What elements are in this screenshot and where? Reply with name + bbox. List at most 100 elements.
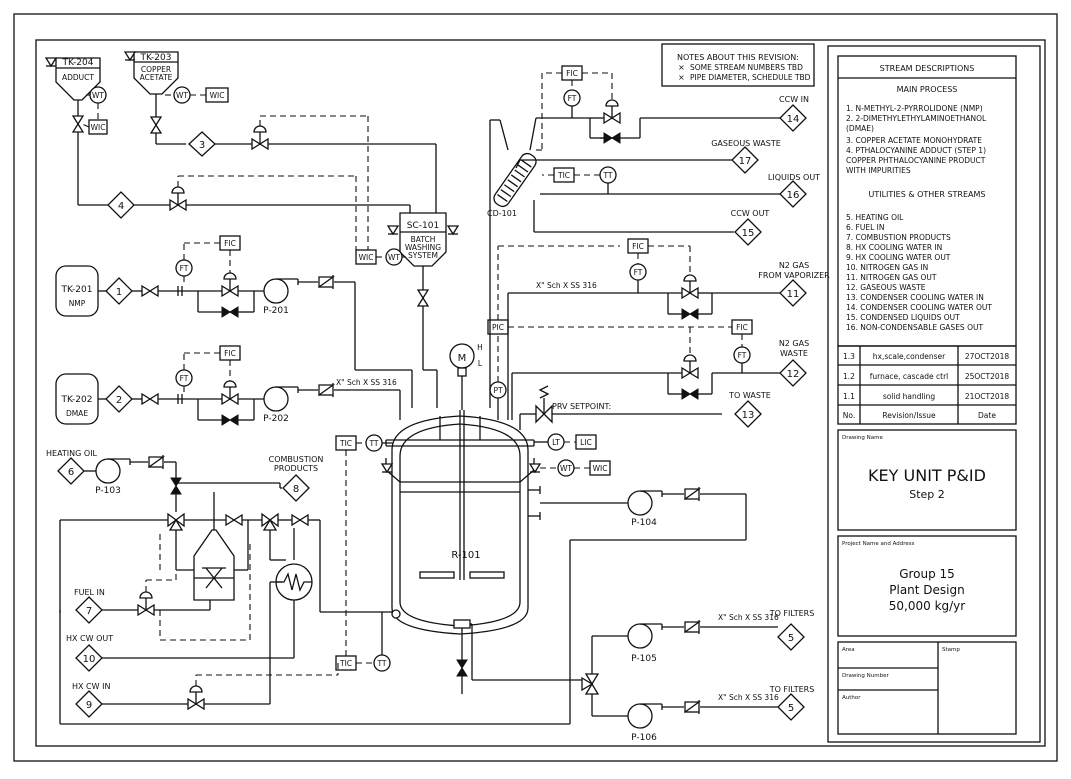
condenser-cd101[interactable]: CD-101	[487, 151, 539, 218]
stream-15[interactable]: 15	[734, 218, 762, 246]
stream-12[interactable]: 12	[779, 359, 807, 387]
ccw-bypass-valve-icon[interactable]	[603, 132, 621, 144]
hx-cw-out-label: HX CW OUT	[66, 634, 113, 643]
svg-text:solid handling: solid handling	[883, 392, 936, 401]
pump-p201[interactable]: P-201	[263, 278, 299, 316]
stream-8[interactable]: 8	[282, 474, 310, 502]
p202-check-valve-icon[interactable]	[318, 382, 334, 398]
svg-text:LT: LT	[552, 438, 560, 447]
stream-7[interactable]: 7	[75, 596, 103, 624]
three-way-valve-2-icon[interactable]	[261, 512, 279, 531]
svg-text:TIC: TIC	[339, 439, 352, 448]
stream-5a[interactable]: 5	[777, 623, 805, 651]
furnace-inlet-valve-icon[interactable]	[225, 514, 243, 526]
pump-p202[interactable]: P-202	[263, 386, 299, 424]
stream-10[interactable]: 10	[75, 644, 103, 672]
three-way-valve-icon[interactable]	[167, 512, 185, 531]
svg-text:12. GASEOUS WASTE: 12. GASEOUS WASTE	[846, 283, 926, 292]
p105-check-valve-icon[interactable]	[684, 619, 700, 635]
svg-text:Revision/Issue: Revision/Issue	[882, 411, 936, 420]
fuel-control-valve-icon[interactable]	[137, 591, 155, 616]
tk202-valve-icon[interactable]	[141, 393, 159, 405]
stream4-control-valve-icon[interactable]	[169, 186, 187, 211]
tank-tk202[interactable]: TK-202 DMAE	[55, 373, 99, 425]
sc101-outlet-valve-icon[interactable]	[417, 289, 429, 307]
prv-valve-icon[interactable]	[535, 385, 553, 424]
n2-waste-control-valve-icon[interactable]	[681, 354, 699, 379]
svg-text:WIC: WIC	[359, 253, 374, 262]
pump-p103[interactable]: P-103	[95, 458, 131, 496]
stream-14[interactable]: 14	[779, 104, 807, 132]
tk203-valve-icon[interactable]	[150, 116, 162, 134]
p202-bypass-valve-icon[interactable]	[221, 414, 239, 426]
pic-reactor: PIC	[487, 319, 509, 335]
pump-p105[interactable]: P-105	[627, 623, 663, 664]
stream-5b[interactable]: 5	[777, 693, 805, 721]
fic-ccw: FIC	[561, 65, 583, 81]
tank-tk203[interactable]: TK-203 COPPER ACETATE	[123, 51, 179, 95]
legend-main-title: MAIN PROCESS	[897, 85, 958, 94]
ft-n2: FT	[629, 263, 647, 281]
stream-3[interactable]: 3	[188, 131, 216, 157]
svg-text:WT: WT	[388, 253, 400, 262]
revision-notes: NOTES ABOUT THIS REVISION: × SOME STREAM…	[661, 43, 815, 87]
three-way-valve-3-icon[interactable]	[581, 673, 600, 695]
stream-16[interactable]: 16	[779, 180, 807, 208]
p201-flow-control-valve-icon[interactable]	[221, 272, 239, 297]
notes-title: NOTES ABOUT THIS REVISION:	[677, 53, 799, 62]
reactor-drain-valve-icon[interactable]	[456, 659, 468, 677]
stream-1[interactable]: 1	[105, 277, 133, 305]
reactor-r101[interactable]: R-101	[385, 410, 541, 635]
stream-17[interactable]: 17	[731, 146, 759, 174]
fic-stream1: FIC	[219, 235, 241, 251]
liquids-out-label: LIQUIDS OUT	[768, 173, 820, 182]
svg-text:27OCT2018: 27OCT2018	[965, 352, 1010, 361]
svg-text:9: 9	[86, 700, 92, 711]
stream-11[interactable]: 11	[779, 279, 807, 307]
stream-9[interactable]: 9	[75, 690, 103, 718]
combustion-label-1: COMBUSTION	[269, 455, 324, 464]
svg-text:(DMAE): (DMAE)	[846, 124, 874, 133]
n2-waste-bypass-valve-icon[interactable]	[681, 388, 699, 400]
stream-2[interactable]: 2	[105, 385, 133, 413]
revision-table: 1.3 hx,scale,condenser 27OCT2018 1.2 fur…	[837, 345, 1017, 425]
stream3-control-valve-icon[interactable]	[251, 125, 269, 150]
wt-tk203: WT	[173, 86, 191, 104]
svg-text:6: 6	[68, 467, 74, 478]
n2-control-valve-icon[interactable]	[681, 274, 699, 299]
ccw-control-valve-icon[interactable]	[603, 99, 621, 124]
fic-n2-waste: FIC	[731, 319, 753, 335]
p103-check-valve-icon[interactable]	[148, 454, 164, 470]
p201-bypass-valve-icon[interactable]	[221, 306, 239, 318]
tk203-content-1: COPPER	[141, 65, 171, 74]
stream-6[interactable]: 6	[57, 457, 85, 485]
svg-text:WASHING: WASHING	[405, 243, 441, 252]
p103-block-valve-icon[interactable]	[170, 477, 182, 495]
furnace[interactable]	[193, 529, 235, 601]
stream-4[interactable]: 4	[107, 191, 135, 219]
drawing-name-label: Drawing Name	[842, 435, 883, 441]
tt-cd101: TT	[599, 166, 617, 184]
tank-tk204[interactable]: TK-204 ADDUCT	[44, 57, 101, 101]
p201-check-valve-icon[interactable]	[318, 274, 334, 290]
hx-cw-control-valve-icon[interactable]	[187, 685, 205, 710]
agitator-motor[interactable]: M H L	[449, 343, 483, 410]
batch-washing-system-sc101[interactable]: SC-101 BATCH WASHING SYSTEM	[386, 212, 460, 267]
p104-check-valve-icon[interactable]	[684, 486, 700, 502]
stream-13[interactable]: 13	[734, 400, 762, 428]
tank-tk201[interactable]: TK-201 NMP	[55, 265, 99, 317]
motor-l: L	[478, 359, 483, 368]
tic-bottom: TIC	[335, 655, 357, 671]
p106-check-valve-icon[interactable]	[684, 699, 700, 715]
tk204-valve-icon[interactable]	[72, 115, 84, 133]
p202-flow-control-valve-icon[interactable]	[221, 380, 239, 405]
notes-item-1: SOME STREAM NUMBERS TBD	[690, 63, 803, 72]
n2-bypass-valve-icon[interactable]	[681, 308, 699, 320]
ft-stream1: FT	[175, 259, 193, 277]
tk201-valve-icon[interactable]	[141, 285, 159, 297]
hx-inlet-valve-icon[interactable]	[291, 514, 309, 526]
svg-text:WT: WT	[560, 464, 572, 473]
pump-p104[interactable]: P-104	[627, 490, 663, 528]
pump-p106[interactable]: P-106	[627, 703, 663, 743]
